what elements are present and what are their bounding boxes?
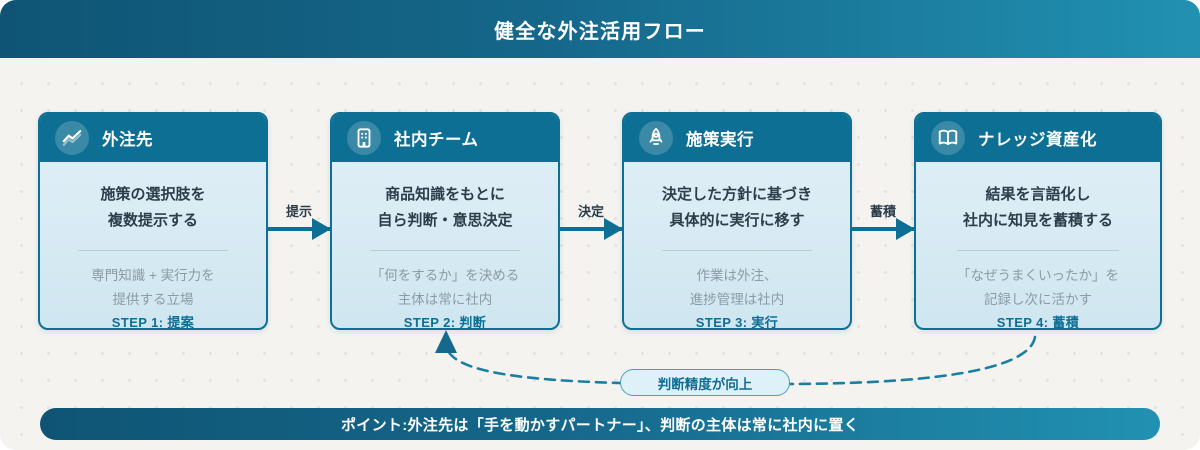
arrow-right-icon [852, 227, 914, 231]
step-card-title: 外注先 [102, 131, 153, 149]
divider [662, 249, 812, 251]
step-card-header: ナレッジ資産化 [916, 114, 1160, 162]
step-card-description: 決定した方針に基づき 具体的に実行に移す [661, 186, 812, 230]
feedback-label: 判断精度が向上 [657, 376, 753, 392]
flow-arrow-label: 蓄積 [869, 204, 896, 219]
building-icon [347, 121, 381, 155]
step-badge: STEP 4: 蓄積 [996, 315, 1080, 330]
open-book-icon [931, 121, 965, 155]
step-card-title: 社内チーム [394, 131, 479, 149]
trending-up-icon [55, 121, 89, 155]
step-card-title: 施策実行 [686, 131, 754, 149]
step-card-header: 外注先 [40, 114, 266, 162]
title-bar: 健全な外注活用フロー [0, 0, 1200, 58]
step-card-subtext: 作業は外注、 進捗管理は社内 [689, 267, 785, 307]
step-card-description: 施策の選択肢を 複数提示する [100, 186, 206, 230]
step-card-body: 決定した方針に基づき 具体的に実行に移す 作業は外注、 進捗管理は社内 STEP… [624, 162, 850, 330]
flow-arrow-label: 決定 [577, 204, 604, 219]
step-card-header: 社内チーム [332, 114, 558, 162]
point-banner-text: ポイント:外注先は「手を動かすパートナー」、判断の主体は常に社内に置く [341, 416, 859, 434]
flow-row: 外注先 施策の選択肢を 複数提示する 専門知識 + 実行力を 提供する立場 ST… [38, 112, 1162, 330]
step-card-body: 商品知識をもとに 自ら判断・意思決定 「何をするか」を決める 主体は常に社内 S… [332, 162, 558, 330]
flow-connector-1: 提示 [268, 112, 330, 330]
step-card-subtext: 「何をするか」を決める 主体は常に社内 [370, 267, 520, 307]
divider [78, 249, 228, 251]
step-card-description: 商品知識をもとに 自ら判断・意思決定 [377, 186, 513, 230]
divider [370, 249, 520, 251]
step-card-header: 施策実行 [624, 114, 850, 162]
arrow-right-icon [560, 227, 622, 231]
step-card-outsourcer: 外注先 施策の選択肢を 複数提示する 専門知識 + 実行力を 提供する立場 ST… [38, 112, 268, 330]
feedback-loop-curve [435, 330, 1037, 386]
arrow-up-icon [435, 330, 457, 353]
divider [956, 249, 1120, 251]
step-card-subtext: 専門知識 + 実行力を 提供する立場 [91, 267, 215, 307]
step-card-title: ナレッジ資産化 [978, 131, 1097, 149]
feedback-label-pill: 判断精度が向上 [620, 369, 790, 396]
step-card-knowledge: ナレッジ資産化 結果を言語化し 社内に知見を蓄積する 「なぜうまくいったか」を … [914, 112, 1162, 330]
flow-connector-3: 蓄積 [852, 112, 914, 330]
step-card-subtext: 「なぜうまくいったか」を 記録し次に活かす [957, 267, 1119, 307]
point-banner: ポイント:外注先は「手を動かすパートナー」、判断の主体は常に社内に置く [40, 408, 1160, 440]
step-badge: STEP 2: 判断 [403, 315, 487, 330]
step-card-body: 結果を言語化し 社内に知見を蓄積する 「なぜうまくいったか」を 記録し次に活かす… [916, 162, 1160, 330]
step-badge: STEP 3: 実行 [695, 315, 779, 330]
step-card-execution: 施策実行 決定した方針に基づき 具体的に実行に移す 作業は外注、 進捗管理は社内… [622, 112, 852, 330]
step-card-body: 施策の選択肢を 複数提示する 専門知識 + 実行力を 提供する立場 STEP 1… [40, 162, 266, 330]
step-card-description: 結果を言語化し 社内に知見を蓄積する [962, 186, 1113, 230]
step-card-internal-team: 社内チーム 商品知識をもとに 自ら判断・意思決定 「何をするか」を決める 主体は… [330, 112, 560, 330]
flow-arrow-label: 提示 [285, 204, 312, 219]
step-badge: STEP 1: 提案 [111, 315, 195, 330]
page-title: 健全な外注活用フロー [494, 20, 706, 43]
flow-connector-2: 決定 [560, 112, 622, 330]
rocket-icon [639, 121, 673, 155]
arrow-right-icon [268, 227, 330, 231]
